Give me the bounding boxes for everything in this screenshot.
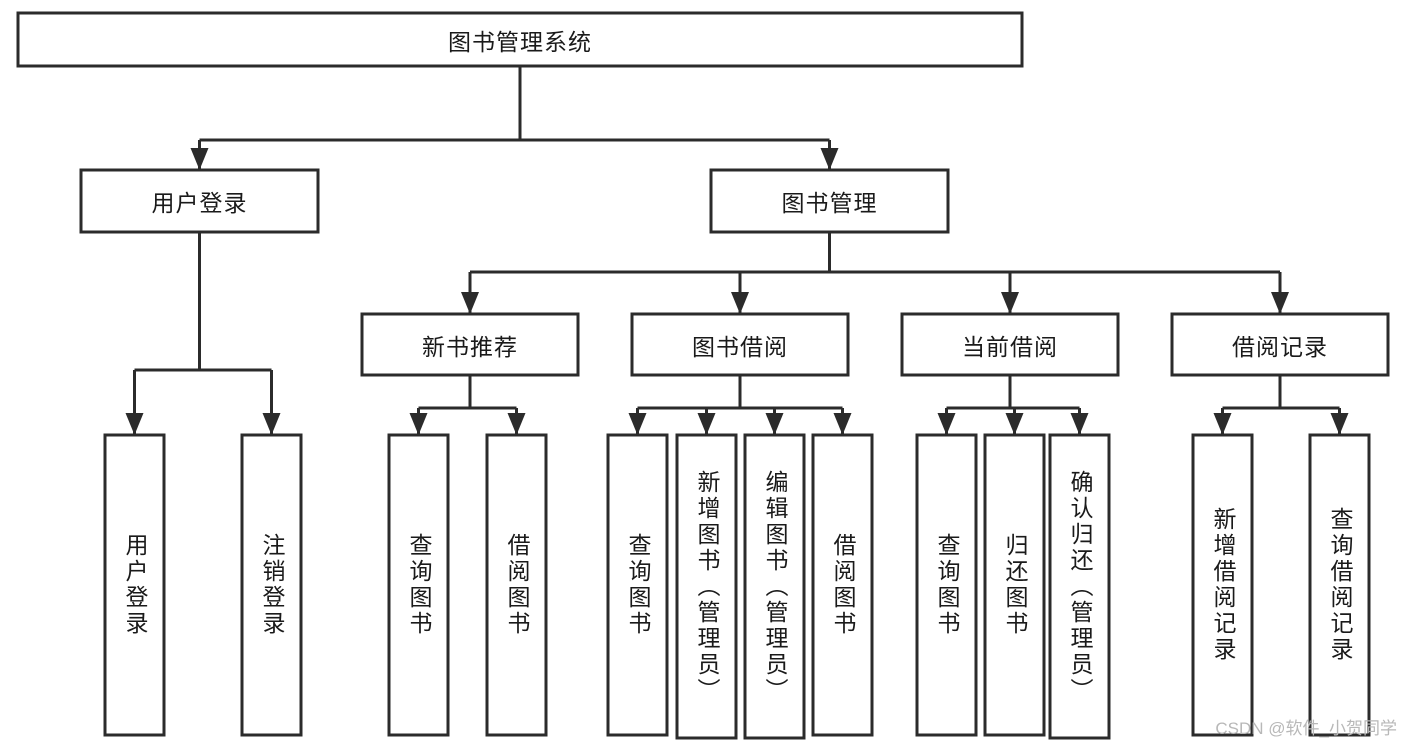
arrowhead-icon <box>1070 413 1089 435</box>
watermark-text: CSDN @软件_小贺同学 <box>1215 719 1397 738</box>
arrowhead-icon <box>409 413 428 435</box>
arrowhead-icon <box>697 413 716 435</box>
arrowhead-icon <box>507 413 526 435</box>
arrowhead-icon <box>833 413 852 435</box>
node-box-leaf-borrow-book[interactable] <box>811 433 874 737</box>
arrowhead-icon <box>1330 413 1349 435</box>
node-box-user-login[interactable] <box>79 168 320 234</box>
node-box-leaf-return-book[interactable] <box>983 433 1046 737</box>
node-box-leaf-edit-book[interactable] <box>743 433 806 740</box>
arrowhead-icon <box>820 148 839 170</box>
connector-edges <box>125 66 1349 435</box>
node-box-borrow-record[interactable] <box>1170 312 1390 377</box>
node-box-leaf-logout[interactable] <box>240 433 303 737</box>
node-box-leaf-borrow-book-recommend[interactable] <box>485 433 548 737</box>
arrowhead-icon <box>262 413 281 435</box>
node-box-new-book-recommend[interactable] <box>360 312 580 377</box>
arrowhead-icon <box>1271 292 1289 314</box>
arrowhead-icon <box>937 413 956 435</box>
node-box-leaf-query-borrow-record[interactable] <box>1308 433 1371 737</box>
node-box-leaf-query-book-recommend[interactable] <box>387 433 450 737</box>
node-box-leaf-user-login[interactable] <box>103 433 166 737</box>
node-box-leaf-confirm-return[interactable] <box>1048 433 1111 740</box>
arrowhead-icon <box>1005 413 1024 435</box>
arrowhead-icon <box>628 413 647 435</box>
arrowhead-icon <box>731 292 749 314</box>
node-box-leaf-add-book[interactable] <box>675 433 738 740</box>
node-boxes <box>16 11 1390 740</box>
node-box-book-manage[interactable] <box>709 168 950 234</box>
node-box-leaf-query-book-current[interactable] <box>915 433 978 737</box>
node-box-current-borrow[interactable] <box>900 312 1120 377</box>
arrowhead-icon <box>1001 292 1019 314</box>
node-box-book-borrow[interactable] <box>630 312 850 377</box>
arrowhead-icon <box>125 413 144 435</box>
arrowhead-icon <box>461 292 479 314</box>
node-box-leaf-add-borrow-record[interactable] <box>1191 433 1254 737</box>
node-box-root[interactable] <box>16 11 1024 68</box>
node-box-leaf-query-book-borrow[interactable] <box>606 433 669 737</box>
arrowhead-icon <box>765 413 784 435</box>
arrowhead-icon <box>1213 413 1232 435</box>
arrowhead-icon <box>190 148 209 170</box>
